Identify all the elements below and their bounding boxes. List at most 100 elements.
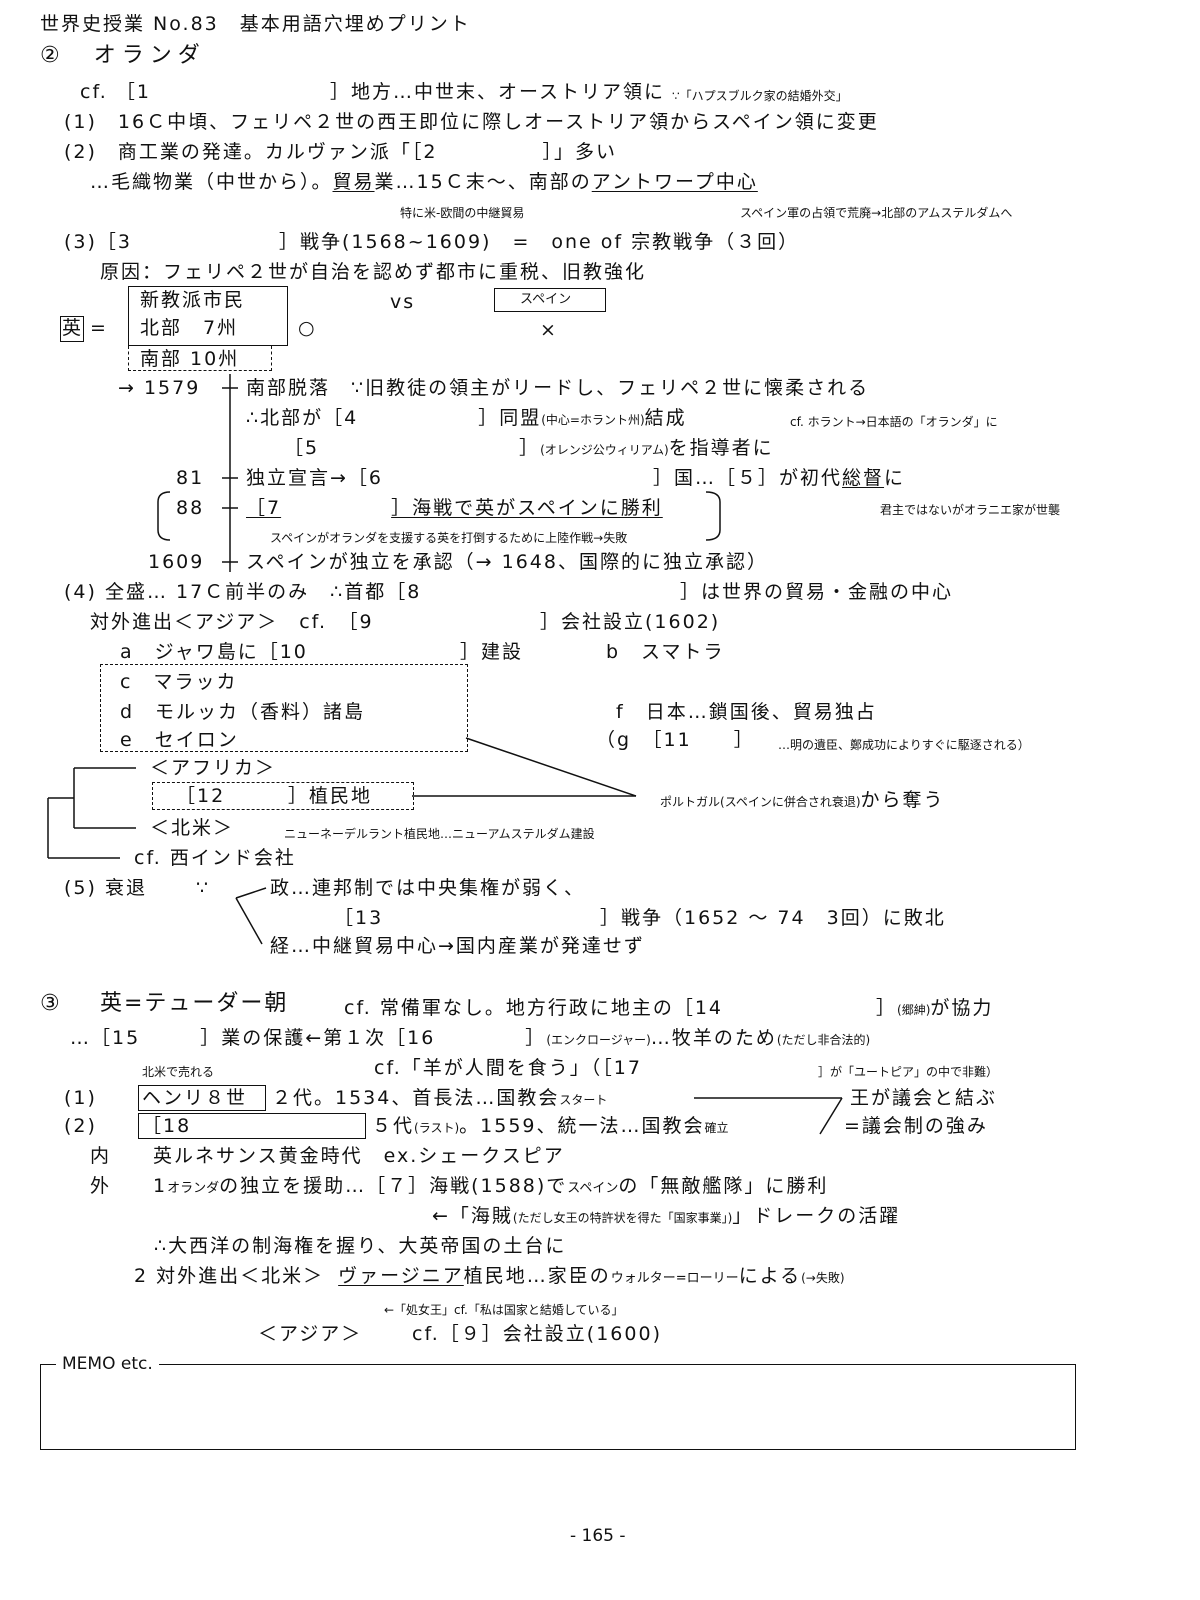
col-12a: ［12 bbox=[176, 785, 226, 807]
outer-2: ←「海賊(ただし女王の特許状を得た「国家事業」)」ドレークの活躍 bbox=[432, 1204, 900, 1230]
outer-6a: ＜アジア＞ bbox=[258, 1323, 363, 1345]
king-1: 王が議会と結ぶ bbox=[850, 1087, 998, 1109]
tl-2b: ］同盟 bbox=[478, 407, 542, 429]
ei-label: 英 bbox=[62, 317, 84, 339]
line-2: (2) 商工業の発達。カルヴァン派「［2 ］」多い bbox=[64, 141, 618, 163]
item-b: b スマトラ bbox=[606, 641, 725, 663]
section-3-num: ③ bbox=[40, 991, 62, 1016]
outer-2c: 」ドレークの活躍 bbox=[732, 1205, 901, 1227]
item-e: e セイロン bbox=[120, 729, 239, 751]
s3-l2a: …［15 bbox=[70, 1027, 141, 1049]
circle-mark: ○ bbox=[298, 317, 317, 339]
line-1: (1) 16Ｃ中頃、フェリペ２世の西王即位に際しオーストリア領からスペイン領に変… bbox=[64, 111, 879, 133]
outer-4e: による bbox=[738, 1265, 802, 1287]
outer-1d: スペイン bbox=[567, 1181, 619, 1196]
outer-6c: (1600) bbox=[586, 1323, 662, 1345]
line-3b: 貿易 bbox=[332, 171, 375, 193]
economy: 経…中継貿易中心→国内産業が発達せず bbox=[270, 935, 645, 957]
rule-2e: 確立 bbox=[704, 1121, 729, 1135]
tl-4a: 独立宣言→［6 bbox=[246, 467, 384, 489]
portugal-verb: から奪う bbox=[860, 789, 945, 811]
rule-1: (1) bbox=[64, 1087, 97, 1109]
tl-4d: に bbox=[884, 467, 906, 489]
p4-d: ］会社設立(1602) bbox=[540, 610, 720, 634]
cross-mark: × bbox=[540, 319, 558, 341]
outer-3: ∴大西洋の制海権を握り、大英帝国の土台に bbox=[154, 1235, 567, 1257]
outer-2b: (ただし女王の特許状を得た「国家事業」) bbox=[512, 1211, 733, 1225]
tl-5-note: スペインがオランダを支援する英を打倒するために上陸作戦→失敗 bbox=[270, 531, 628, 545]
tl-2: ∴北部が［4 ］同盟(中心=ホラント州)結成 bbox=[246, 406, 687, 432]
outer-5: ←「処女王」cf.「私は国家と結婚している」 bbox=[384, 1303, 624, 1317]
p4-b: ］は世界の貿易・金融の中心 bbox=[680, 581, 954, 603]
henry-8: ヘンリ８世 bbox=[142, 1087, 248, 1109]
item-d: d モルッカ（香料）諸島 bbox=[120, 701, 366, 723]
p5-label: (5) 衰退 bbox=[64, 877, 147, 899]
na-label: ＜北米＞ bbox=[150, 817, 235, 839]
inner: 内 英ルネサンス黄金時代 ex.シェークスピア bbox=[90, 1145, 565, 1167]
s3-n2b: cf.「羊が人間を食う」（［17 bbox=[374, 1057, 642, 1079]
p4-e: (1602) bbox=[645, 611, 721, 633]
note-3b: スペイン軍の占領で荒廃→北部のアムステルダムへ bbox=[740, 206, 1013, 220]
blank-18: ［18 bbox=[142, 1115, 192, 1137]
rule-2d: 。1559、統一法…国教会 bbox=[459, 1115, 705, 1137]
item-f: f 日本…鎖国後、貿易独占 bbox=[616, 701, 877, 723]
s3-l2b: ］業の保護←第１次［16 bbox=[200, 1027, 436, 1049]
cf1-b: ］地方…中世末、オーストリア領に bbox=[330, 81, 666, 103]
s3-n2c: ］が「ユートピア」の中で非難） bbox=[818, 1065, 999, 1079]
s3-l2d: (エンクロージャー) bbox=[546, 1033, 651, 1047]
s3-l1a: 英=テューダー朝 bbox=[100, 991, 289, 1016]
portugal-name: ポルトガル bbox=[660, 795, 721, 809]
outer-1e: の「無敵艦隊」に勝利 bbox=[618, 1175, 829, 1197]
p4-a: (4) 全盛… 17Ｃ前半のみ ∴首都［8 bbox=[64, 581, 422, 603]
s3-l2f: (ただし非合法的) bbox=[776, 1033, 871, 1047]
rule-1b-text: ２代。1534、首長法…国教会 bbox=[272, 1087, 560, 1109]
outer-4b: ヴァージニア bbox=[338, 1265, 464, 1287]
tl-2d: 結成 bbox=[644, 407, 687, 429]
page-title: 世界史授業 No.83 基本用語穴埋めプリント bbox=[40, 13, 471, 35]
outer-4: 2 対外進出＜北米＞ヴァージニア植民地…家臣のウォルター=ローリーによる(→失敗… bbox=[134, 1264, 845, 1291]
item-a2: ］建設 bbox=[460, 641, 524, 663]
king-2: =議会制の強み bbox=[844, 1115, 988, 1137]
outer-4d: ウォルター=ローリー bbox=[610, 1271, 739, 1286]
because-mark: ∵ bbox=[196, 877, 211, 899]
box-protestant: 新教派市民 bbox=[140, 289, 246, 311]
outer-1: 外 1オランダの独立を援助…［７］海戦(1588)でスペインの「無敵艦隊」に勝利 bbox=[90, 1174, 828, 1201]
line-3d: アントワープ中心 bbox=[591, 171, 758, 193]
politics: 政…連邦制では中央集権が弱く、 bbox=[270, 877, 586, 899]
africa-label: ＜アフリカ＞ bbox=[150, 757, 277, 779]
box-north: 北部 7州 bbox=[140, 317, 239, 339]
s3-l2: …［15​］業の保護←第１次［16］(エンクロージャー)…牧羊のため(ただし非合… bbox=[70, 1026, 870, 1052]
portugal-note: (スペインに併合され衰退) bbox=[720, 795, 861, 809]
outer-6b-text: cf.［９］会社設立 bbox=[412, 1323, 587, 1345]
outer-4c: 植民地…家臣の bbox=[463, 1265, 611, 1287]
section-2-title: ② オランダ bbox=[40, 43, 206, 68]
line-3a: …毛織物業（中世から）。 bbox=[90, 171, 333, 193]
tl-1: 南部脱落 ∵旧教徒の領主がリードし、フェリペ２世に懐柔される bbox=[246, 377, 870, 399]
s3-l1e: が協力 bbox=[930, 997, 994, 1019]
tl-4c: 総督 bbox=[842, 467, 885, 489]
spain-box: スペイン bbox=[520, 292, 572, 307]
s3-l1b: cf. 常備軍なし。地方行政に地主の［14 bbox=[344, 997, 724, 1019]
item-g-note: …明の遺臣、鄭成功によりすぐに駆逐される） bbox=[778, 738, 1030, 752]
rule-1c: スタート bbox=[559, 1093, 608, 1107]
war-13a: ［13 bbox=[334, 907, 384, 929]
rule-2b-text: ５代 bbox=[372, 1115, 415, 1137]
tl-3b: ］ bbox=[519, 437, 541, 459]
outer-1a: 外 1 bbox=[90, 1175, 168, 1197]
s3-l2e: …牧羊のため bbox=[650, 1027, 777, 1049]
rule-2b: ５代(ラスト)。1559、統一法…国教会確立 bbox=[372, 1114, 729, 1140]
cf1-a: cf. ［1 bbox=[80, 81, 151, 103]
west-india: cf. 西インド会社 bbox=[134, 847, 296, 869]
tl-2c: (中心=ホラント州) bbox=[541, 413, 645, 427]
col-12b: ］植民地 bbox=[288, 785, 373, 807]
line-4: (3)［3 ］戦争(1568~1609) = one of 宗教戦争（３回） bbox=[64, 231, 800, 253]
memo-label: MEMO etc. bbox=[56, 1352, 159, 1376]
rule-2: (2) bbox=[64, 1115, 97, 1137]
tl-3a: ［5 bbox=[284, 437, 320, 459]
south-10: 南部 10州 bbox=[140, 348, 240, 370]
tl-2a: ∴北部が［4 bbox=[246, 407, 359, 429]
line-3: …毛織物業（中世から）。貿易業…15Ｃ末～、南部のアントワープ中心 bbox=[90, 170, 758, 194]
tl-2e: cf. ホラント→日本語の「オランダ」に bbox=[790, 415, 998, 429]
tl-5b: ］海戦で英がスペインに勝利 bbox=[391, 497, 663, 519]
